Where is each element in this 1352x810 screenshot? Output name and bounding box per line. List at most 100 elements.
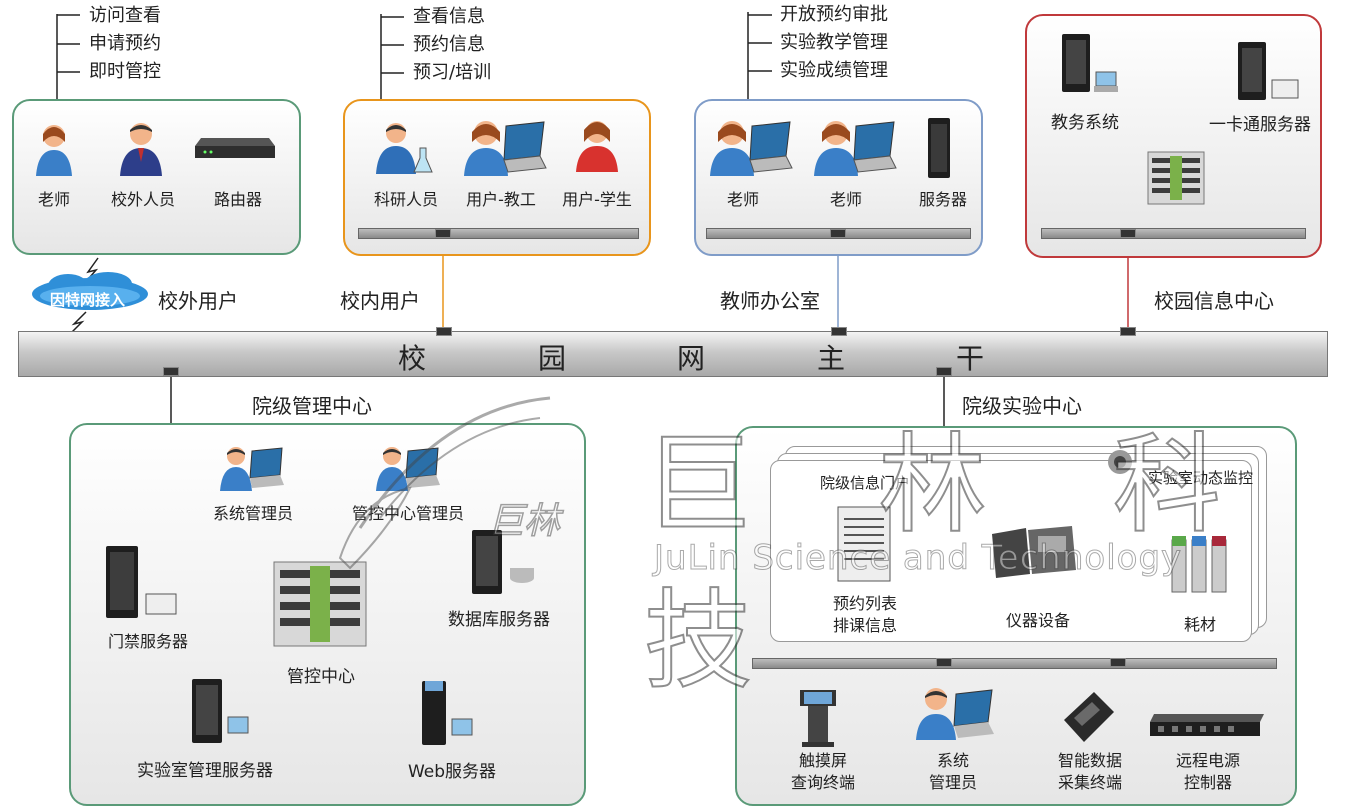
zone-campus-label: 校内用户 [340,289,420,313]
power-controller-line: 远程电源 [1175,751,1240,770]
lab-mgmt-server-label: 实验室管理服务器 [137,761,273,781]
info-center-bus [1041,228,1306,239]
menu-item: 预习/培训 [413,62,492,83]
consumables-label: 耗材 [1183,615,1216,634]
card-server-icon [1238,42,1299,100]
data-terminal-line: 智能数据 [1057,751,1122,770]
watermark-cn: 巨 林 科 技 [643,422,1267,705]
watermark-logo-text: 巨林 [487,500,561,543]
zone-offcampus-label: 校外用户 [158,289,238,313]
bus-port [936,658,952,667]
menu-item: 实验成绩管理 [780,60,888,81]
camera-icon [1108,450,1132,474]
schedule-line: 排课信息 [832,616,897,635]
menu-item: 即时管控 [89,61,161,82]
server-icon [928,118,950,178]
access-control-server-icon [106,546,177,618]
router-label: 路由器 [213,190,262,209]
data-terminal-line: 采集终端 [1057,773,1122,792]
backbone-char: 校 [398,342,427,375]
portal-label: 院级信息门户 [820,474,911,492]
card-server-label: 一卡通服务器 [1209,115,1311,135]
sysadmin-label: 系统管理员 [212,504,293,523]
server-label: 服务器 [918,190,967,209]
backbone-port [936,367,952,376]
control-center-label: 管控中心 [287,667,355,687]
lab-sysadmin-line: 系统 [936,751,969,770]
researcher-icon [376,123,433,174]
sysadmin-icon [220,447,284,491]
backbone-char: 网 [677,342,706,375]
researcher-label: 科研人员 [373,190,438,209]
lab-bus [752,658,1277,669]
teacher-laptop-icon [814,121,897,176]
data-terminal-icon [1064,692,1114,742]
core-switch-icon [1147,151,1205,205]
center-admin-icon [376,447,440,491]
menu-visitor: 访问查看 申请预约 即时管控 [89,2,161,86]
backbone-port [1120,327,1136,336]
teacher-label: 老师 [829,190,862,209]
menu-item: 实验教学管理 [780,32,888,53]
lab-sysadmin-icon [916,688,994,740]
backbone-char: 干 [956,342,985,375]
control-center-switch-icon [273,561,367,647]
bus-port [1120,229,1136,238]
internet-label: 因特网接入 [50,291,126,309]
campus-backbone [18,331,1328,377]
schedule-label: 预约列表 排课信息 [820,593,910,637]
watermark-en: JuLin Science and Technology [653,538,1183,579]
schedule-line: 预约列表 [832,594,897,613]
consumables-icon [1171,536,1227,593]
backbone-port [163,367,179,376]
zone-info-center-label: 校园信息中心 [1154,289,1274,313]
bus-port [1110,658,1126,667]
julin-logo [338,396,551,570]
staff-user-label: 用户-教工 [466,190,536,209]
access-control-server-label: 门禁服务器 [107,632,188,651]
offcampus-box [12,99,301,255]
teacher-icon [36,125,72,176]
menu-teacher-office: 开放预约审批 实验教学管理 实验成绩管理 [780,1,888,85]
database-server-label: 数据库服务器 [448,610,550,630]
document-icon [837,506,891,582]
instrument-label: 仪器设备 [1005,611,1070,630]
menu-item: 查看信息 [413,6,485,27]
kiosk-label: 触摸屏 查询终端 [778,750,868,794]
teacher-label: 老师 [726,190,759,209]
campus-user-bus [358,228,639,239]
lab-sysadmin-label: 系统 管理员 [908,750,998,794]
menu-campus-user: 查看信息 预约信息 预习/培训 [413,3,491,87]
router-icon [195,138,275,158]
staff-user-icon [464,121,547,176]
menu-item: 申请预约 [89,33,161,54]
touchscreen-kiosk-icon [800,690,836,747]
student-user-label: 用户-学生 [562,190,632,209]
menu-item: 访问查看 [89,5,161,26]
person-icon [120,123,162,176]
teacher-laptop-icon [710,121,793,176]
kiosk-line: 查询终端 [790,773,855,792]
instrument-icon [992,526,1076,578]
mgmt-center-title: 院级管理中心 [252,394,372,418]
lab-mgmt-server-icon [192,679,249,743]
outsider-label: 校外人员 [110,190,175,209]
data-terminal-label: 智能数据 采集终端 [1042,750,1138,794]
backbone-port [436,327,452,336]
student-user-icon [576,121,618,172]
monitor-label: 实验室动态监控 [1148,469,1254,487]
bus-port [830,229,846,238]
database-server-icon [472,530,534,594]
bus-port [435,229,451,238]
backbone-char: 主 [817,342,846,375]
power-controller-icon [1150,714,1264,736]
menu-item: 预约信息 [413,34,485,55]
academic-server-icon [1062,34,1118,92]
menu-item: 开放预约审批 [780,4,888,25]
web-server-label: Web服务器 [407,762,497,782]
teacher-label: 老师 [37,190,70,209]
academic-system-label: 教务系统 [1051,113,1119,133]
lab-sysadmin-line: 管理员 [928,773,977,792]
backbone-port [831,327,847,336]
center-admin-label: 管控中心管理员 [351,504,464,523]
